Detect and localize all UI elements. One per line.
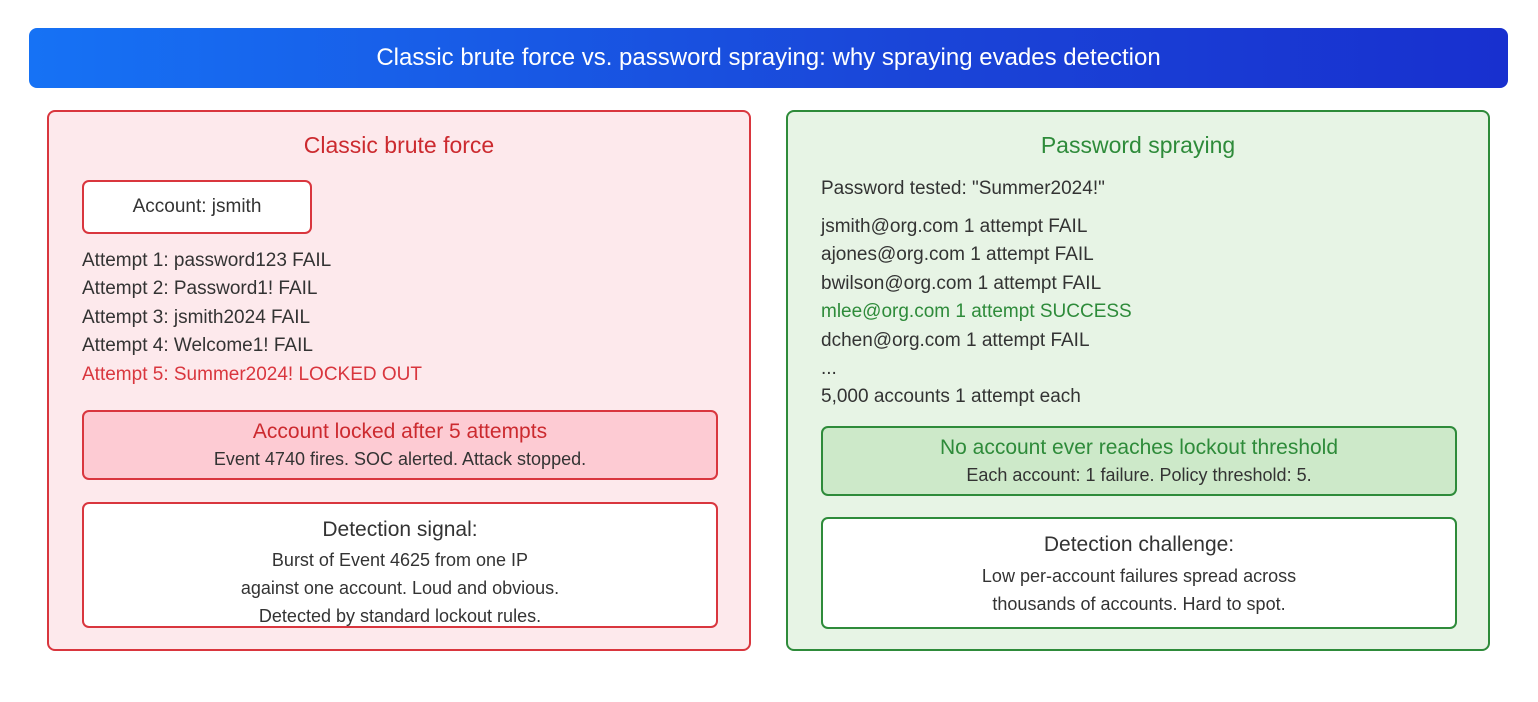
spray-row-summary: 5,000 accounts 1 attempt each [821, 386, 1081, 407]
attempt-line: Attempt 3: jsmith2024 FAIL [82, 307, 311, 328]
detection-signal-box: Detection signal: Burst of Event 4625 fr… [82, 502, 718, 628]
diagram-title-banner: Classic brute force vs. password sprayin… [29, 28, 1508, 88]
password-spraying-panel: Password spraying Password tested: "Summ… [786, 110, 1490, 651]
diagram-title: Classic brute force vs. password sprayin… [376, 44, 1161, 71]
attempt-line: Attempt 2: Password1! FAIL [82, 278, 318, 299]
account-box: Account: jsmith [82, 180, 312, 234]
detection-challenge-box: Detection challenge: Low per-account fai… [821, 517, 1457, 629]
spray-row: bwilson@org.com 1 attempt FAIL [821, 273, 1102, 294]
brute-force-title: Classic brute force [303, 132, 495, 158]
detection-signal-title: Detection signal: [322, 518, 478, 541]
spray-row: dchen@org.com 1 attempt FAIL [821, 330, 1090, 351]
detection-challenge-line: Low per-account failures spread across [981, 566, 1297, 586]
lockout-text: Event 4740 fires. SOC alerted. Attack st… [213, 449, 587, 469]
detection-challenge-title: Detection challenge: [1043, 533, 1235, 556]
threshold-text: Each account: 1 failure. Policy threshol… [966, 465, 1312, 485]
spray-row-success: mlee@org.com 1 attempt SUCCESS [821, 301, 1132, 322]
spray-row-ellipsis: ... [821, 358, 837, 379]
attempt-line-locked: Attempt 5: Summer2024! LOCKED OUT [82, 364, 423, 385]
detection-signal-result: Detected by standard lockout rules. [258, 606, 542, 626]
lockout-box: Account locked after 5 attempts Event 47… [82, 410, 718, 480]
attempt-line: Attempt 1: password123 FAIL [82, 250, 332, 271]
threshold-box: No account ever reaches lockout threshol… [821, 426, 1457, 496]
threshold-title: No account ever reaches lockout threshol… [939, 436, 1339, 459]
attempt-line: Attempt 4: Welcome1! FAIL [82, 335, 313, 356]
detection-challenge-line: thousands of accounts. Hard to spot. [992, 594, 1286, 614]
lockout-title: Account locked after 5 attempts [252, 420, 548, 443]
spray-row: ajones@org.com 1 attempt FAIL [821, 244, 1094, 265]
detection-signal-line: against one account. Loud and obvious. [240, 578, 560, 598]
detection-signal-line: Burst of Event 4625 from one IP [271, 550, 529, 570]
password-spraying-title: Password spraying [1040, 132, 1236, 158]
spray-row: jsmith@org.com 1 attempt FAIL [821, 216, 1088, 237]
account-label: Account: jsmith [132, 196, 262, 217]
brute-force-panel: Classic brute force Account: jsmith Atte… [47, 110, 751, 651]
password-tested: Password tested: "Summer2024!" [821, 178, 1105, 199]
